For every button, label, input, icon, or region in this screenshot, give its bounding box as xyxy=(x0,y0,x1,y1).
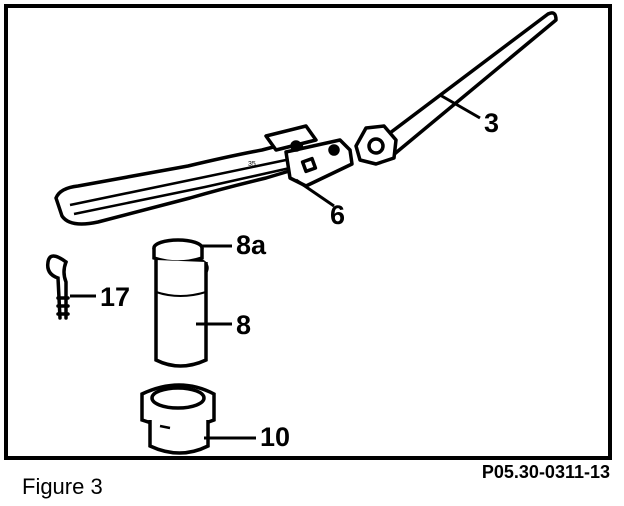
figure-reference-code: P05.30-0311-13 xyxy=(481,462,610,482)
figure-border xyxy=(4,4,612,460)
bracket-part xyxy=(54,124,354,226)
pin-part xyxy=(154,260,208,368)
bushing-part xyxy=(140,383,216,455)
figure-caption: Figure 3 xyxy=(22,474,103,499)
callout-8a: 8a xyxy=(236,230,267,260)
lever-rod-leader xyxy=(439,93,481,120)
lever-rod-part xyxy=(354,11,558,166)
bracket-leader xyxy=(295,178,335,208)
hook-part xyxy=(45,254,70,320)
callout-3: 3 xyxy=(484,108,499,138)
callout-8: 8 xyxy=(236,310,251,340)
callout-6: 6 xyxy=(330,200,345,230)
callout-17: 17 xyxy=(100,282,130,312)
bracket-stamp: 35 xyxy=(248,161,256,168)
callout-10: 10 xyxy=(260,422,290,452)
